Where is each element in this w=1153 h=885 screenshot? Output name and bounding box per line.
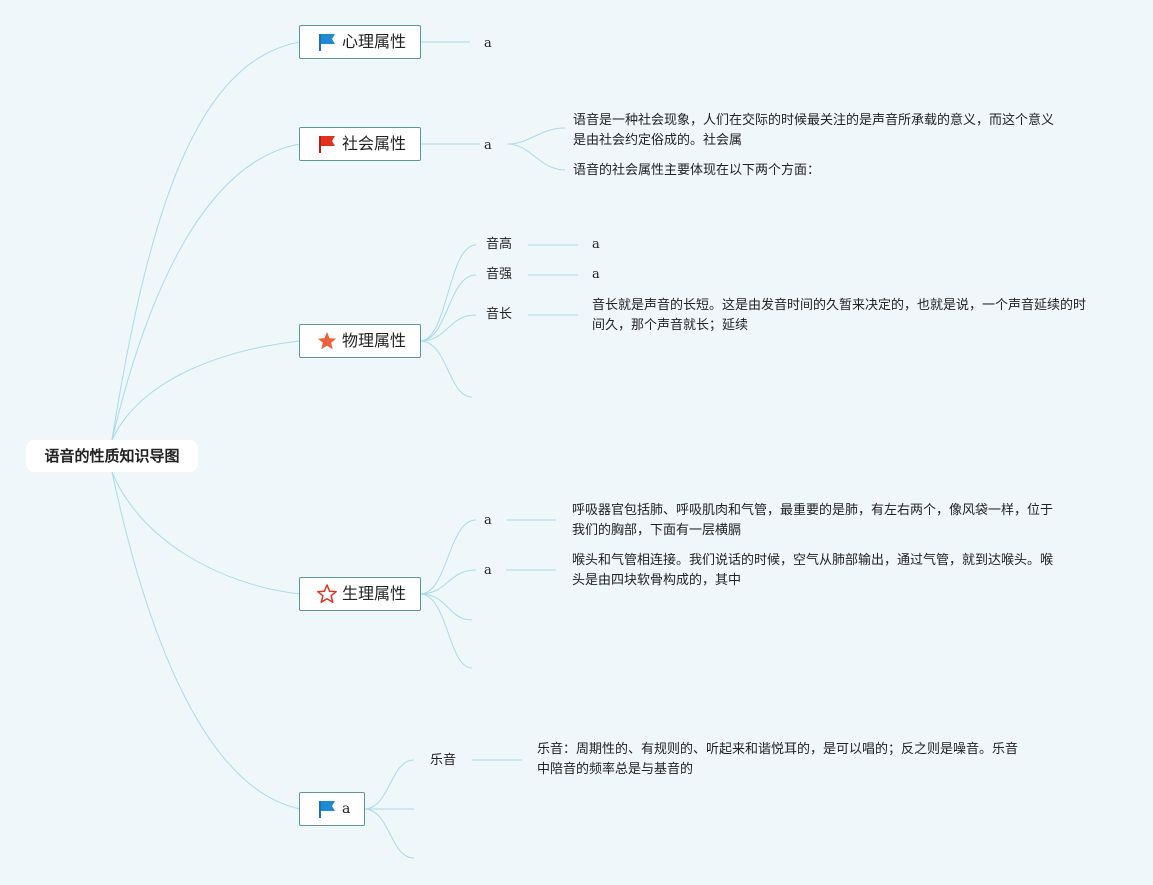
- branch-label: 社会属性: [342, 134, 407, 153]
- outline-star-icon: [317, 584, 337, 604]
- shehui-text-1[interactable]: 语音是一种社会现象，人们在交际的时候最关注的是声音所承载的意义，而这个意义是由社…: [573, 113, 1055, 148]
- branch-fifth[interactable]: a: [299, 792, 365, 826]
- branch-label: a: [342, 801, 351, 817]
- shengli-desc-1[interactable]: 呼吸器官包括肺、呼吸肌肉和气管，最重要的是肺，有左右两个，像风袋一样，位于我们的…: [572, 503, 1054, 538]
- branch-label: 生理属性: [342, 584, 407, 603]
- shehui-child[interactable]: a: [484, 138, 492, 153]
- fifth-desc[interactable]: 乐音：周期性的、有规则的、听起来和谐悦耳的，是可以唱的；反之则是噪音。乐音中陪音…: [537, 742, 1019, 777]
- wuli-pitch-value[interactable]: a: [592, 237, 600, 252]
- shengli-child-1[interactable]: a: [484, 513, 492, 528]
- fifth-child[interactable]: 乐音: [430, 753, 457, 768]
- wuli-length-desc[interactable]: 音长就是声音的长短。这是由发音时间的久暂来决定的，也就是说，一个声音延续的时间久…: [592, 298, 1087, 333]
- wuli-intensity-value[interactable]: a: [592, 267, 600, 282]
- blue-flag-icon: [319, 801, 335, 818]
- blue-flag-icon: [319, 34, 335, 51]
- wuli-intensity[interactable]: 音强: [486, 267, 513, 282]
- shengli-desc-2[interactable]: 喉头和气管相连接。我们说话的时候，空气从肺部输出，通过气管，就到达喉头。喉头是由…: [572, 553, 1054, 588]
- xinli-child[interactable]: a: [484, 36, 492, 51]
- wuli-length[interactable]: 音长: [486, 307, 513, 322]
- branch-shehui[interactable]: 社会属性: [299, 127, 421, 161]
- orange-star-icon: [317, 332, 337, 350]
- branch-xinli[interactable]: 心理属性: [299, 25, 421, 59]
- branch-wuli[interactable]: 物理属性: [299, 324, 421, 358]
- root-topic[interactable]: 语音的性质知识导图: [26, 440, 198, 472]
- branch-label: 物理属性: [342, 331, 407, 350]
- branch-label: 心理属性: [342, 32, 407, 51]
- red-flag-icon: [319, 136, 335, 153]
- branch-shengli[interactable]: 生理属性: [299, 577, 421, 611]
- shehui-text-2[interactable]: 语音的社会属性主要体现在以下两个方面：: [573, 163, 821, 178]
- shengli-child-2[interactable]: a: [484, 563, 492, 578]
- wuli-pitch[interactable]: 音高: [486, 237, 513, 252]
